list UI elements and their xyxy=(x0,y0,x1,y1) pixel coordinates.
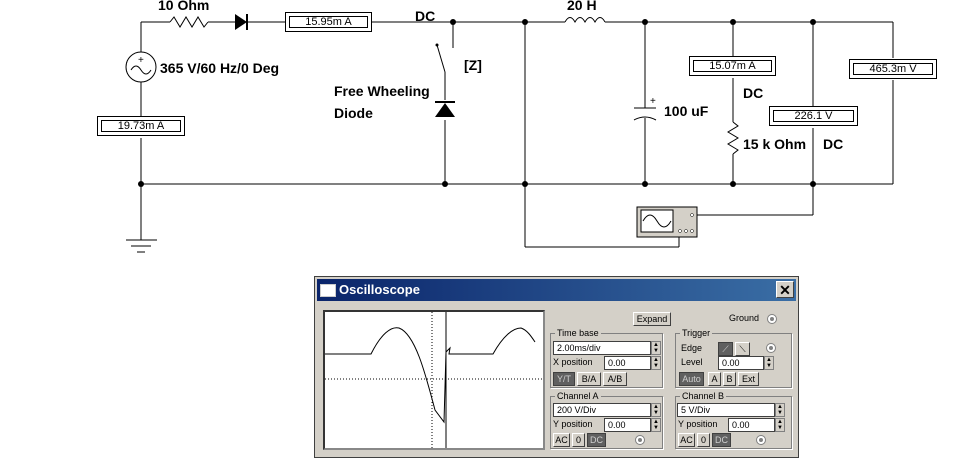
edge-label: Edge xyxy=(681,343,703,353)
channel-a-ac-button[interactable]: AC xyxy=(553,433,570,447)
inductor-label: 20 H xyxy=(567,0,597,13)
timebase-group: Time base xyxy=(550,328,663,388)
ripple-voltage-meter[interactable]: 465.3m V xyxy=(849,59,937,79)
timebase-input[interactable]: 2.00ms/div xyxy=(553,341,651,355)
freewheel-label-2: Diode xyxy=(334,105,373,121)
level-spinner[interactable]: ▲▼ xyxy=(764,356,774,370)
oscilloscope-titlebar[interactable]: Oscilloscope ✕ xyxy=(317,279,796,301)
channel-b-ypos-input[interactable]: 0.00 xyxy=(728,418,775,432)
channel-b-ypos-label: Y position xyxy=(678,419,718,429)
ab-button[interactable]: A/B xyxy=(603,372,627,386)
expand-button[interactable]: Expand xyxy=(633,312,671,326)
svg-text:+: + xyxy=(138,55,144,66)
freewheel-label-1: Free Wheeling xyxy=(334,83,430,99)
series-resistor-symbol xyxy=(169,16,209,28)
switch-key-label: [Z] xyxy=(464,57,482,73)
switch-dc-label: DC xyxy=(415,8,435,24)
channel-b-scale-input[interactable]: 5 V/Div xyxy=(677,403,775,417)
source-label: 365 V/60 Hz/0 Deg xyxy=(160,60,279,76)
load-voltage-meter[interactable]: 226.1 V xyxy=(769,106,858,126)
oscilloscope-window: Oscilloscope ✕ Expand Ground Time base 2… xyxy=(314,276,799,458)
trigger-terminal[interactable] xyxy=(766,343,776,353)
trigger-a-button[interactable]: A xyxy=(708,372,721,386)
channel-a-group: Channel A xyxy=(550,391,663,449)
series-current-meter[interactable]: 15.95m A xyxy=(285,12,372,32)
channel-a-scale-spinner[interactable]: ▲▼ xyxy=(651,403,661,417)
freewheel-diode-symbol xyxy=(435,103,455,117)
window-icon xyxy=(320,284,336,297)
trigger-auto-button[interactable]: Auto xyxy=(679,372,704,386)
edge-rising-icon[interactable]: ⟋ xyxy=(718,342,733,356)
load-resistor-symbol xyxy=(727,121,739,155)
load-voltage-dc-label: DC xyxy=(823,136,843,152)
channel-a-dc-button[interactable]: DC xyxy=(587,433,606,447)
channel-a-ypos-input[interactable]: 0.00 xyxy=(604,418,651,432)
xpos-input[interactable]: 0.00 xyxy=(604,356,651,370)
xpos-label: X position xyxy=(553,357,593,367)
channel-a-scale-input[interactable]: 200 V/Div xyxy=(553,403,651,417)
channel-b-ac-button[interactable]: AC xyxy=(678,433,695,447)
load-current-meter[interactable]: 15.07m A xyxy=(689,56,776,76)
ground-terminal[interactable] xyxy=(767,314,777,324)
yt-button[interactable]: Y/T xyxy=(553,372,575,386)
series-resistor-label: 10 Ohm xyxy=(158,0,209,13)
series-diode-symbol xyxy=(235,14,247,30)
scope-trace xyxy=(325,312,543,448)
oscilloscope-title: Oscilloscope xyxy=(339,282,420,297)
channel-b-group: Channel B xyxy=(675,391,792,449)
load-current-dc-label: DC xyxy=(743,85,763,101)
channel-a-terminal[interactable] xyxy=(635,435,645,445)
channel-b-terminal[interactable] xyxy=(756,435,766,445)
timebase-spinner[interactable]: ▲▼ xyxy=(651,341,661,355)
edge-falling-icon[interactable]: ⟍ xyxy=(735,342,750,356)
ripple-voltage-value: 465.3m V xyxy=(853,63,933,75)
ground-label: Ground xyxy=(729,313,760,323)
series-current-value: 15.95m A xyxy=(289,16,368,28)
channel-a-ypos-spinner[interactable]: ▲▼ xyxy=(651,418,661,432)
load-voltage-value: 226.1 V xyxy=(773,110,854,122)
trigger-group: Trigger xyxy=(675,328,792,388)
channel-a-zero-button[interactable]: 0 xyxy=(572,433,585,447)
channel-b-scale-spinner[interactable]: ▲▼ xyxy=(775,403,785,417)
channel-b-zero-button[interactable]: 0 xyxy=(697,433,710,447)
trigger-b-button[interactable]: B xyxy=(723,372,736,386)
load-current-value: 15.07m A xyxy=(693,60,772,72)
scope-display xyxy=(323,310,545,450)
ac-source-symbol xyxy=(125,51,157,83)
source-current-value: 19.73m A xyxy=(101,120,181,132)
channel-a-ypos-label: Y position xyxy=(553,419,593,429)
inductor-symbol xyxy=(564,17,606,24)
switch-blade xyxy=(436,44,446,73)
trigger-ext-button[interactable]: Ext xyxy=(738,372,759,386)
channel-b-ypos-spinner[interactable]: ▲▼ xyxy=(775,418,785,432)
channel-b-dc-button[interactable]: DC xyxy=(712,433,731,447)
ba-button[interactable]: B/A xyxy=(577,372,601,386)
level-input[interactable]: 0.00 xyxy=(718,356,764,370)
xpos-spinner[interactable]: ▲▼ xyxy=(651,356,661,370)
close-icon: ✕ xyxy=(779,282,791,298)
oscilloscope-instrument-icon xyxy=(636,206,698,238)
source-current-meter[interactable]: 19.73m A xyxy=(97,116,185,136)
close-button[interactable]: ✕ xyxy=(776,281,794,298)
load-resistor-label: 15 k Ohm xyxy=(743,136,806,152)
level-label: Level xyxy=(681,357,703,367)
capacitor-label: 100 uF xyxy=(664,103,709,119)
svg-text:+: + xyxy=(650,96,656,107)
